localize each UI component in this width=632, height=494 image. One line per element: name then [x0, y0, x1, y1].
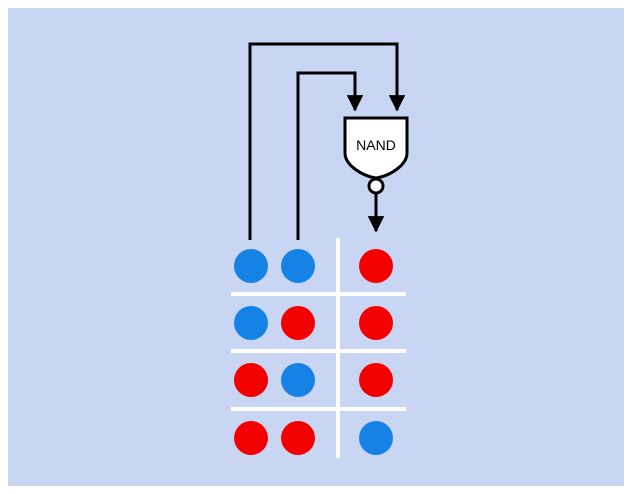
dot-row-4-input-b	[281, 421, 315, 455]
nand-inversion-bubble	[367, 177, 385, 195]
dot-row-1-input-b	[281, 249, 315, 283]
dot-row-3-input-b	[281, 363, 315, 397]
nand-gate-label: NAND	[356, 137, 396, 153]
dot-row-4-input-a	[234, 421, 268, 455]
dot-row-1-output	[359, 249, 393, 283]
dot-row-2-input-a	[234, 306, 268, 340]
dot-row-2-output	[359, 306, 393, 340]
dot-row-3-output	[359, 363, 393, 397]
dot-row-4-output	[359, 421, 393, 455]
wire-input-a	[248, 42, 406, 240]
dot-row-2-input-b	[281, 306, 315, 340]
truth-table-dots	[234, 249, 393, 455]
background-panel	[8, 8, 624, 486]
dot-row-1-input-a	[234, 249, 268, 283]
wire-input-b	[296, 71, 364, 240]
dot-row-3-input-a	[234, 363, 268, 397]
